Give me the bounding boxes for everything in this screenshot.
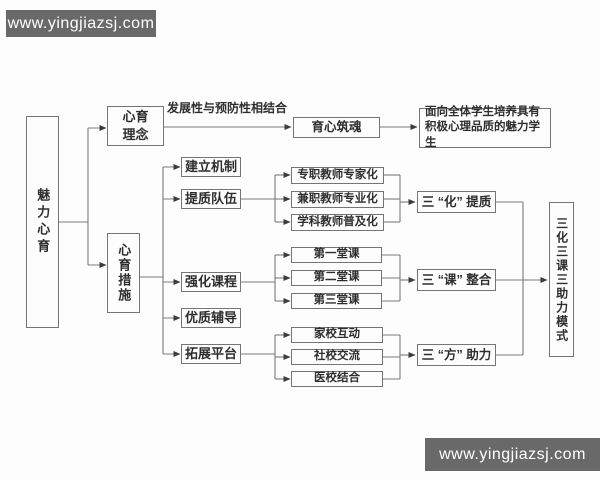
node-three-ke-result: 三 “课” 整合 (417, 269, 496, 291)
node-hospital-school-combination: 医校结合 (291, 371, 383, 387)
watermark-top-left: www.yingjiazsj.com (6, 10, 156, 37)
watermark-bottom-right: www.yingjiazsj.com (425, 438, 600, 471)
node-third-class: 第三堂课 (291, 293, 382, 309)
node-goal-line2: 积极心理品质的魅力学生 (425, 121, 540, 149)
node-improve-team: 提质队伍 (181, 189, 241, 209)
node-community-school-exchange: 社校交流 (291, 349, 383, 365)
node-second-class: 第二堂课 (291, 270, 382, 286)
node-expand-platform: 拓展平台 (181, 344, 241, 364)
node-home-school-interaction: 家校互动 (291, 327, 383, 343)
node-model: 三化三课三助力模式 (549, 202, 574, 357)
node-mind-education-measures: 心育措施 (107, 233, 140, 313)
node-establish-mechanism: 建立机制 (181, 157, 241, 177)
node-three-hua-result: 三 “化” 提质 (417, 191, 496, 213)
node-three-fang-result: 三 “方” 助力 (417, 344, 496, 366)
node-mind-education-concept-line1: 心育 (122, 109, 149, 125)
node-nurture-heart-soul: 育心筑魂 (293, 117, 380, 138)
node-goal-statement: 面向全体学生培养具有 积极心理品质的魅力学生 (419, 105, 551, 149)
node-fulltime-teachers: 专职教师专家化 (291, 167, 384, 184)
node-subject-teachers: 学科教师普及化 (291, 214, 384, 231)
edge-label-development-prevention: 发展性与预防性相结合 (166, 101, 287, 115)
node-quality-counseling: 优质辅导 (181, 308, 241, 328)
node-first-class: 第一堂课 (291, 247, 382, 263)
node-charm-mind-education: 魅力心育 (26, 116, 59, 328)
node-goal-line1: 面向全体学生培养具有 (425, 105, 540, 118)
node-strengthen-courses: 强化课程 (181, 272, 241, 292)
node-parttime-teachers: 兼职教师专业化 (291, 191, 384, 208)
node-mind-education-concept: 心育 理念 (107, 106, 164, 146)
node-mind-education-concept-line2: 理念 (122, 127, 149, 142)
